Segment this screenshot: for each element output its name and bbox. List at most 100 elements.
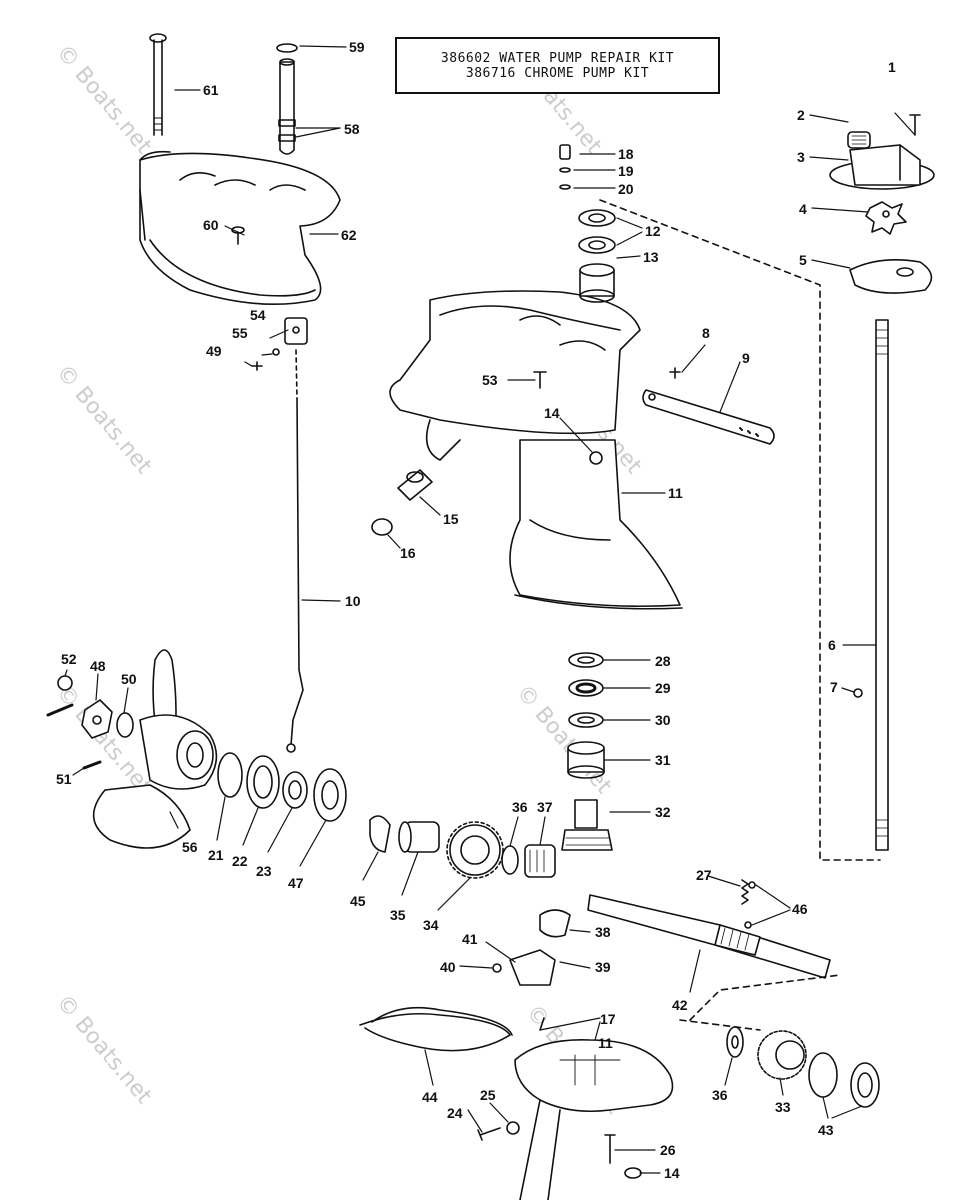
part-labels: 61 59 58 60 62 18 19 20 12 13 1 2 3 4 5 … xyxy=(56,39,896,1181)
plug-14b xyxy=(624,1167,642,1179)
gasket-44 xyxy=(359,1013,511,1052)
cradle-38 xyxy=(539,909,571,938)
lever-9 xyxy=(642,389,775,445)
pin-7 xyxy=(853,688,863,698)
label-29: 29 xyxy=(655,680,671,696)
label-36: 36 xyxy=(512,799,528,815)
label-32: 32 xyxy=(655,804,671,820)
label-34: 34 xyxy=(423,917,439,933)
ring-21 xyxy=(217,752,243,798)
washer-28 xyxy=(568,652,604,668)
label-7: 7 xyxy=(830,679,838,695)
ring-20 xyxy=(559,184,571,190)
dashed-guide xyxy=(599,199,881,861)
seal-12a xyxy=(578,209,616,227)
kit-line-chrome-pump: 386716 CHROME PUMP KIT xyxy=(465,65,650,81)
screw-49 xyxy=(251,361,263,371)
shifter-39 xyxy=(509,949,556,986)
label-42: 42 xyxy=(672,997,688,1013)
label-23: 23 xyxy=(256,863,272,879)
dashed-guide-2 xyxy=(689,974,841,1021)
pin-17 xyxy=(539,1017,545,1031)
label-14b: 14 xyxy=(664,1165,680,1181)
label-18: 18 xyxy=(618,146,634,162)
label-11b: 11 xyxy=(598,1035,613,1051)
label-38: 38 xyxy=(595,924,611,940)
label-35: 35 xyxy=(390,907,406,923)
label-28: 28 xyxy=(655,653,671,669)
label-58: 58 xyxy=(344,121,360,137)
label-60: 60 xyxy=(203,217,219,233)
label-13: 13 xyxy=(643,249,659,265)
label-14: 14 xyxy=(544,405,560,421)
prop-shaft-42 xyxy=(587,894,831,979)
washer-50 xyxy=(116,712,134,738)
cotter-pin xyxy=(46,703,74,717)
label-25: 25 xyxy=(480,1087,496,1103)
label-59: 59 xyxy=(349,39,365,55)
label-1: 1 xyxy=(888,59,896,75)
seal-23 xyxy=(282,771,308,809)
propeller-56 xyxy=(92,649,218,849)
pump-housing-3 xyxy=(829,144,935,190)
water-tube-58 xyxy=(276,43,298,155)
label-51: 51 xyxy=(56,771,72,787)
washer-36b xyxy=(726,1026,744,1058)
label-54: 54 xyxy=(250,307,266,323)
bearing-carrier-22 xyxy=(246,755,280,809)
impeller-4 xyxy=(865,201,907,235)
bushing-18 xyxy=(559,144,571,160)
bearing-13 xyxy=(579,263,615,303)
label-2: 2 xyxy=(797,107,805,123)
clutch-37 xyxy=(524,844,556,878)
label-12: 12 xyxy=(645,223,661,239)
shift-rod-10 xyxy=(286,349,304,753)
label-47: 47 xyxy=(288,875,304,891)
label-31: 31 xyxy=(655,752,671,768)
label-52: 52 xyxy=(61,651,77,667)
label-5: 5 xyxy=(799,252,807,268)
pin-51 xyxy=(82,760,102,770)
label-9: 9 xyxy=(742,350,750,366)
kit-line-water-pump: 386602 WATER PUMP REPAIR KIT xyxy=(440,50,675,66)
label-21: 21 xyxy=(208,847,224,863)
washer-45 xyxy=(369,815,391,853)
label-11: 11 xyxy=(668,485,683,501)
tube-15 xyxy=(397,469,433,501)
ball-46b xyxy=(744,921,752,929)
label-48: 48 xyxy=(90,658,106,674)
label-26: 26 xyxy=(660,1142,676,1158)
label-39: 39 xyxy=(595,959,611,975)
label-3: 3 xyxy=(797,149,805,165)
label-33: 33 xyxy=(775,1099,791,1115)
label-40: 40 xyxy=(440,959,456,975)
label-43: 43 xyxy=(818,1122,834,1138)
seal-29 xyxy=(568,679,604,697)
nut-48 xyxy=(81,699,113,739)
kit-info-box: 386602 WATER PUMP REPAIR KIT 386716 CHRO… xyxy=(395,37,720,94)
bearing-31 xyxy=(567,741,605,779)
label-56: 56 xyxy=(182,839,198,855)
screw-53 xyxy=(533,371,547,389)
bushing-35 xyxy=(398,821,440,853)
bolt-61 xyxy=(149,33,167,136)
label-44: 44 xyxy=(422,1089,438,1105)
screw-1 xyxy=(909,114,921,136)
screw-26 xyxy=(604,1134,616,1164)
label-55: 55 xyxy=(232,325,248,341)
connector-54 xyxy=(284,317,308,345)
bearing-47 xyxy=(313,768,347,822)
seal-12b xyxy=(578,236,616,254)
gear-33 xyxy=(757,1030,807,1080)
gearcase-11 xyxy=(389,290,683,610)
label-6: 6 xyxy=(828,637,836,653)
bearing-43 xyxy=(808,1052,880,1108)
label-4: 4 xyxy=(799,201,807,217)
label-15: 15 xyxy=(443,511,459,527)
washer-52 xyxy=(57,675,73,691)
label-10: 10 xyxy=(345,593,361,609)
gearcase-lower-11 xyxy=(514,1039,674,1200)
screw-8 xyxy=(669,367,681,379)
